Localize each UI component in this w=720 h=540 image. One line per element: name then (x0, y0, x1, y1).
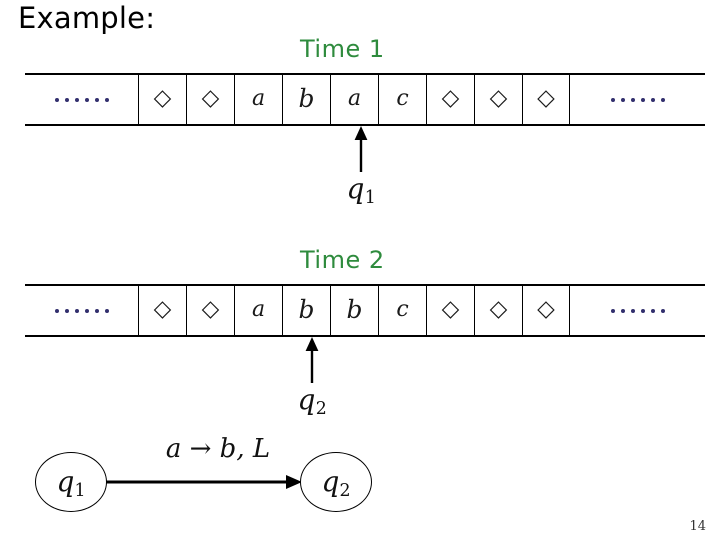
tape-cell-left-ellipsis (25, 286, 138, 335)
state-subscript: 1 (364, 188, 376, 209)
tape-symbol: ◇ (489, 85, 508, 111)
tape-cell: a (234, 286, 282, 335)
tape-cell: ◇ (138, 75, 186, 124)
state-subscript: 2 (339, 480, 351, 501)
tape-cell: a (234, 75, 282, 124)
tape-symbol: ◇ (489, 296, 508, 322)
tape-cell-right-ellipsis (570, 286, 705, 335)
tape-cell-head: b (282, 286, 330, 335)
state-letter: q (297, 383, 316, 416)
time-2-caption: Time 2 (300, 246, 385, 274)
tape-symbol: ◇ (201, 296, 220, 322)
state-subscript: 1 (74, 480, 86, 501)
tape-cell: ◇ (186, 75, 234, 124)
up-arrow-icon (354, 126, 368, 172)
tape-cell: ◇ (426, 286, 474, 335)
ellipsis-icon (54, 308, 109, 313)
tape-cell-left-ellipsis (25, 75, 138, 124)
tape-symbol: ◇ (201, 85, 220, 111)
ellipsis-icon (610, 97, 665, 102)
tape-cell: ◇ (474, 286, 522, 335)
tape-cell-head: a (330, 75, 378, 124)
tape-cell: ◇ (522, 286, 570, 335)
tape-symbol: ◇ (537, 296, 555, 322)
tape-symbol: c (396, 296, 409, 322)
state-node-label: q2 (321, 464, 351, 501)
tape-symbol: ◇ (441, 85, 460, 111)
state-node-label: q1 (56, 464, 86, 501)
ellipsis-icon (610, 308, 665, 313)
tape-symbol: a (347, 85, 362, 111)
tape-symbol: ◇ (153, 85, 172, 111)
tape-symbol: ◇ (441, 296, 460, 322)
state-node-q2: q2 (300, 452, 372, 512)
tape-symbol: a (251, 296, 266, 322)
tape-cell: c (378, 75, 426, 124)
state-letter: q (321, 464, 340, 498)
tape-cell: ◇ (474, 75, 522, 124)
state-subscript: 2 (315, 399, 327, 420)
tape-cell: ◇ (426, 75, 474, 124)
tape-symbol: a (251, 85, 266, 111)
transition-label: a → b, L (165, 434, 271, 464)
tape-cell: ◇ (186, 286, 234, 335)
tape-cell: b (282, 75, 330, 124)
tape-cell-right-ellipsis (570, 75, 705, 124)
tape-cell: ◇ (138, 286, 186, 335)
tape-symbol: c (396, 85, 409, 111)
tape-cell: c (378, 286, 426, 335)
tape-symbol: b (346, 295, 363, 324)
head-state-label-q1: q1 (331, 172, 391, 209)
up-arrow-icon (305, 337, 319, 383)
tape-time-1: ◇ ◇ a b a c ◇ ◇ ◇ (25, 73, 705, 126)
ellipsis-icon (54, 97, 109, 102)
tape-symbol: ◇ (153, 296, 172, 322)
state-letter: q (56, 464, 75, 498)
tape-cell: ◇ (522, 75, 570, 124)
tape-symbol: b (298, 295, 315, 324)
page-number: 14 (689, 519, 706, 534)
tape-cell: b (330, 286, 378, 335)
page-title: Example: (18, 1, 156, 35)
tape-symbol: ◇ (537, 85, 555, 111)
time-1-caption: Time 1 (300, 35, 385, 63)
transition-arrow-icon (106, 475, 302, 489)
tape-time-2: ◇ ◇ a b b c ◇ ◇ ◇ (25, 284, 705, 337)
tape-symbol: b (298, 84, 315, 113)
state-letter: q (346, 172, 365, 205)
state-node-q1: q1 (35, 452, 107, 512)
transition-diagram: q1 q2 a → b, L (28, 434, 408, 524)
head-state-label-q2: q2 (282, 383, 342, 420)
